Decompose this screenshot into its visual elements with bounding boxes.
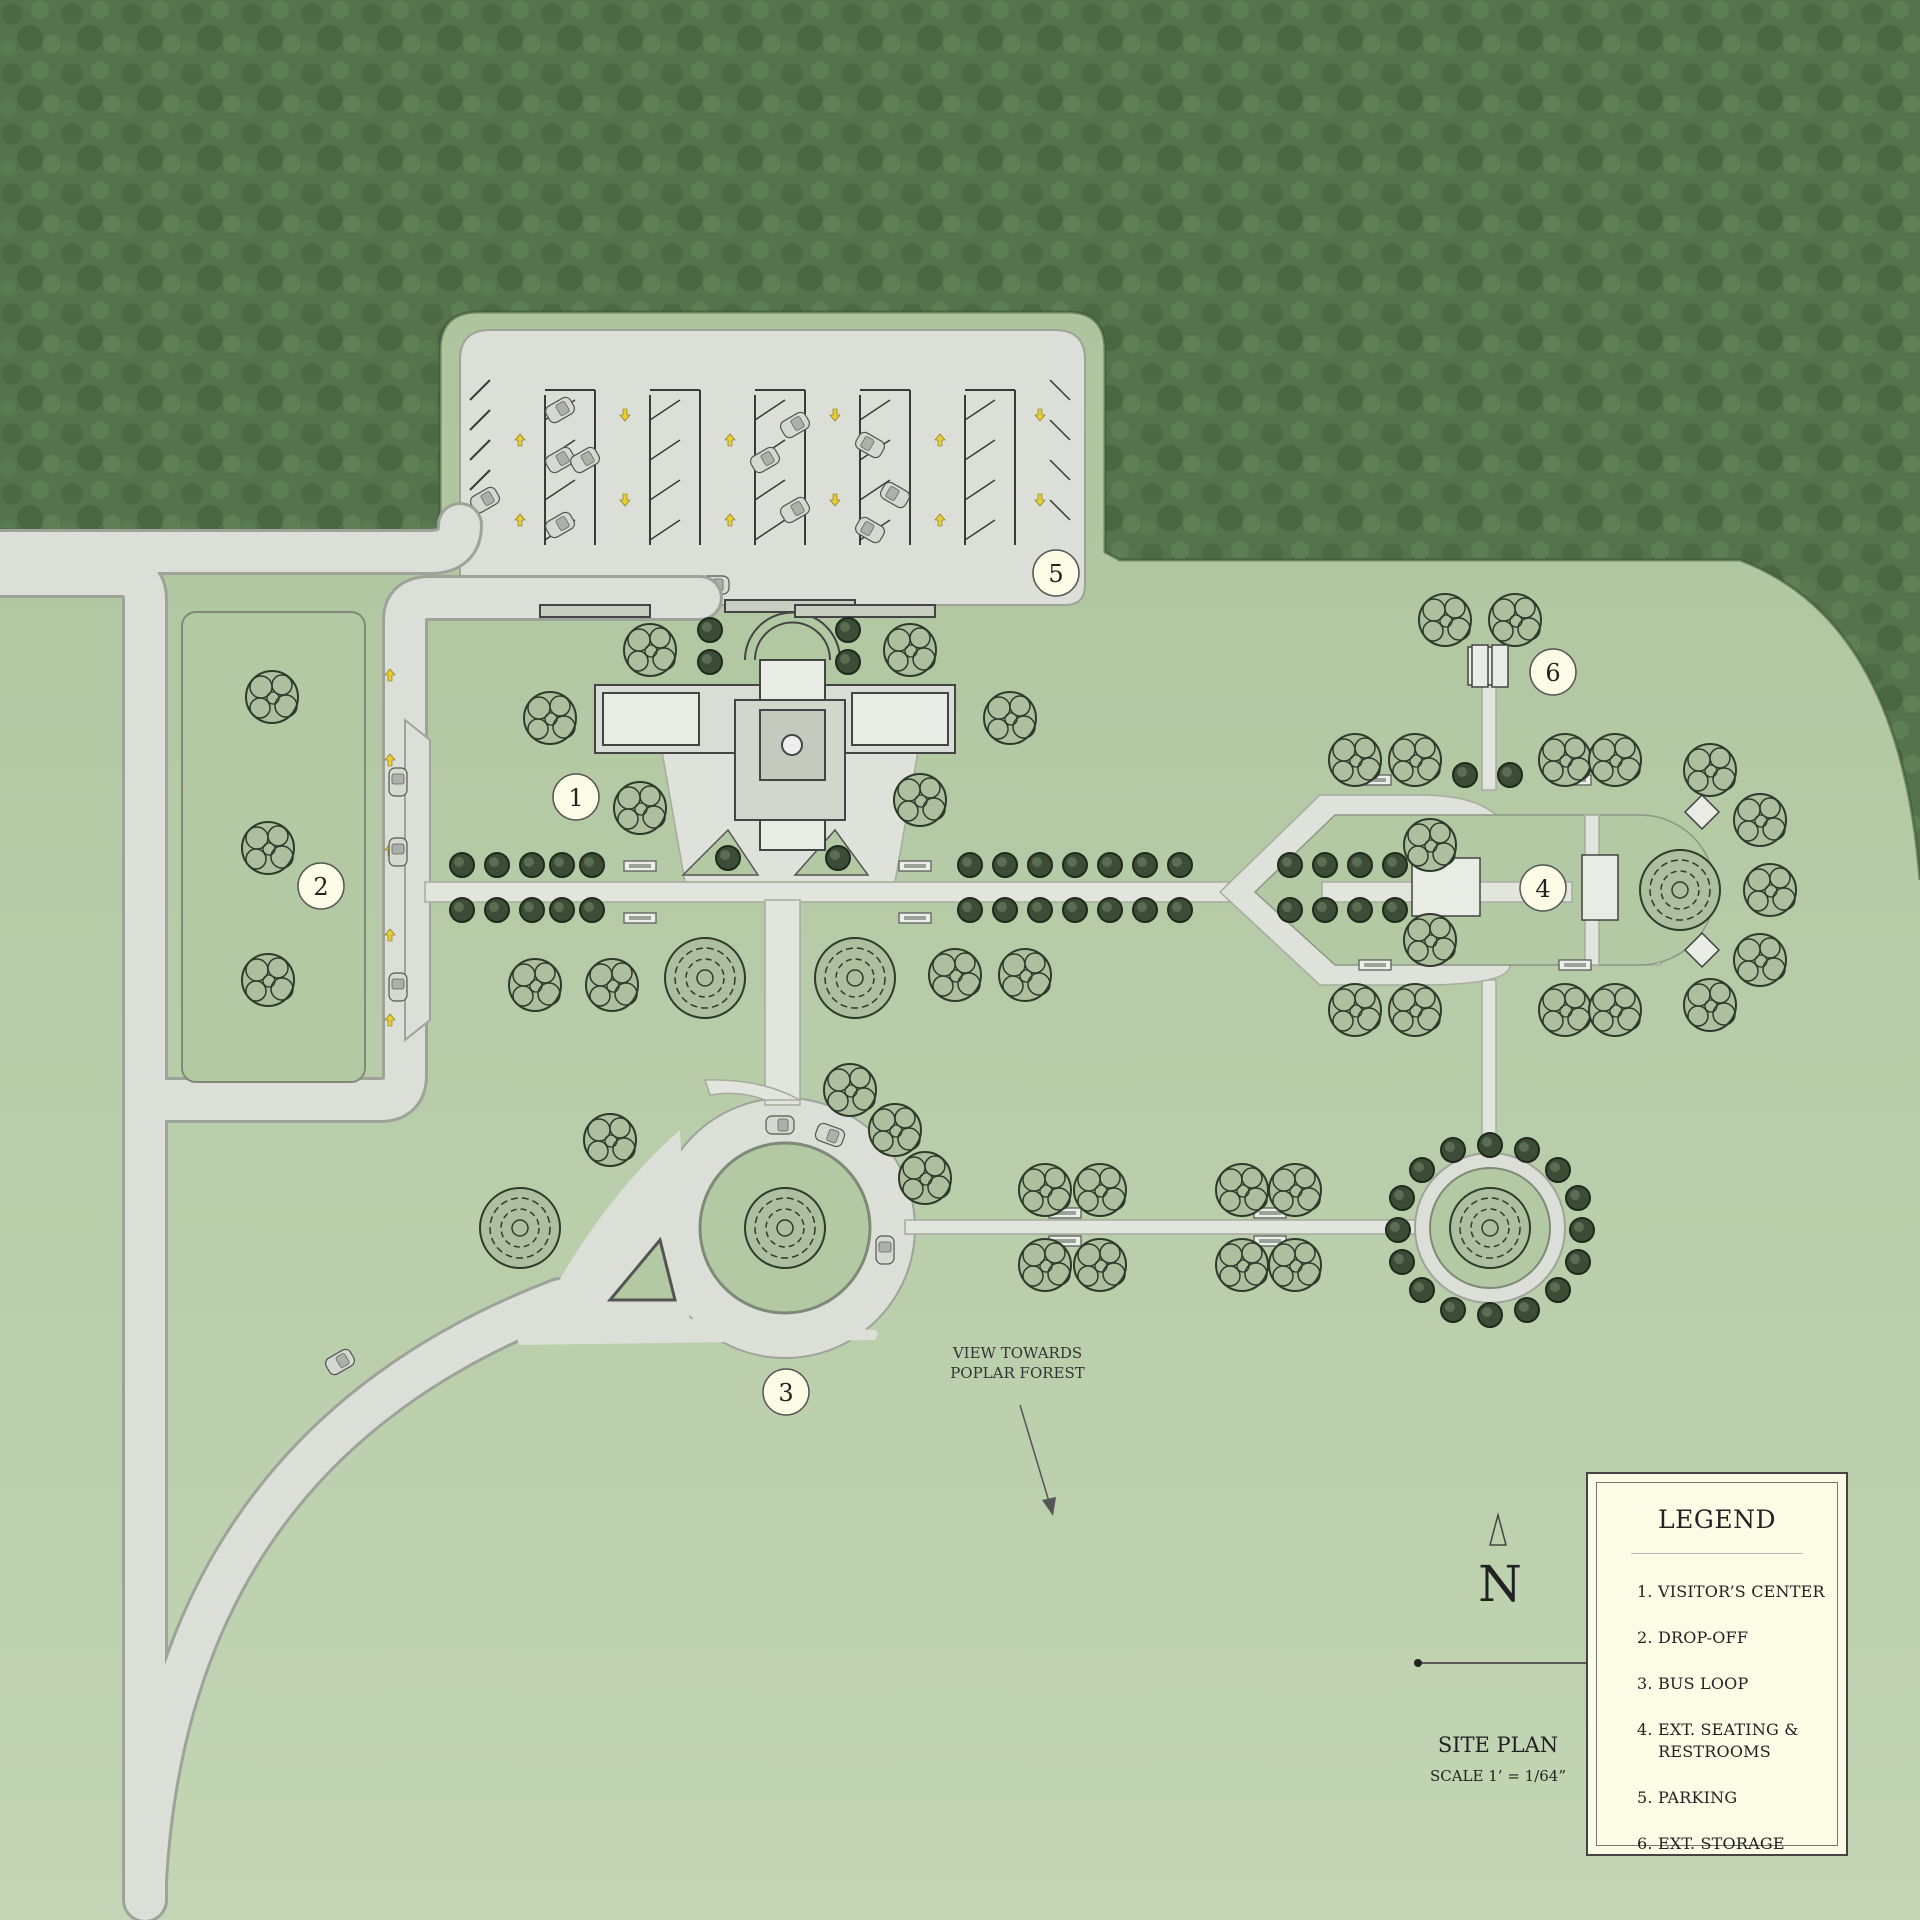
marker-4-label: 4 — [1535, 875, 1550, 903]
view-label-line-2: POPLAR FOREST — [950, 1364, 1085, 1382]
number-markers: 1 2 3 4 5 6 — [297, 549, 1577, 1416]
marker-5-label: 5 — [1048, 560, 1063, 588]
site-plan-title: SITE PLAN — [1437, 1733, 1559, 1757]
marker-1-label: 1 — [568, 784, 583, 812]
forest-area — [0, 0, 1920, 880]
marker-6-label: 6 — [1545, 659, 1560, 687]
legend-title: LEGEND — [1658, 1505, 1776, 1534]
legend-inner-frame: LEGEND 1. VISITOR’S CENTER 2. DROP-OFF 3… — [1596, 1482, 1838, 1853]
marker-6 — [1529, 648, 1577, 696]
legend-item: 6. EXT. STORAGE — [1637, 1834, 1785, 1853]
marker-4 — [1519, 864, 1567, 912]
view-label-line-1: VIEW TOWARDS — [952, 1344, 1083, 1362]
legend: LEGEND 1. VISITOR’S CENTER 2. DROP-OFF 3… — [1586, 1472, 1848, 1856]
legend-item: 4. EXT. SEATING & RESTROOMS — [1637, 1720, 1799, 1761]
marker-2-label: 2 — [313, 873, 328, 901]
north-arrow — [1414, 1512, 1590, 1667]
site-plan-scale: SCALE 1’ = 1/64” — [1429, 1767, 1567, 1785]
legend-item: 1. VISITOR’S CENTER — [1637, 1582, 1825, 1601]
marker-5 — [1032, 549, 1080, 597]
marker-2 — [297, 862, 345, 910]
legend-divider — [1631, 1553, 1803, 1554]
drop-off-area — [181, 611, 431, 1083]
view-arrow — [1019, 1404, 1056, 1516]
marker-1 — [552, 773, 600, 821]
round-garden — [479, 849, 1721, 1304]
parking-lot — [459, 329, 1086, 606]
north-label: N — [1478, 1555, 1522, 1613]
visitors-center-building — [539, 599, 956, 851]
marker-3 — [762, 1368, 810, 1416]
marker-3-label: 3 — [778, 1379, 793, 1407]
bus-loop — [322, 1097, 916, 1378]
legend-item: 5. PARKING — [1637, 1788, 1738, 1807]
storage-sheds — [1471, 644, 1509, 688]
legend-item: 2. DROP-OFF — [1637, 1628, 1749, 1647]
legend-list: 1. VISITOR’S CENTER 2. DROP-OFF 3. BUS L… — [1637, 1581, 1825, 1879]
view-label: VIEW TOWARDS POPLAR FOREST — [915, 1343, 1120, 1383]
legend-item: 3. BUS LOOP — [1637, 1674, 1749, 1693]
